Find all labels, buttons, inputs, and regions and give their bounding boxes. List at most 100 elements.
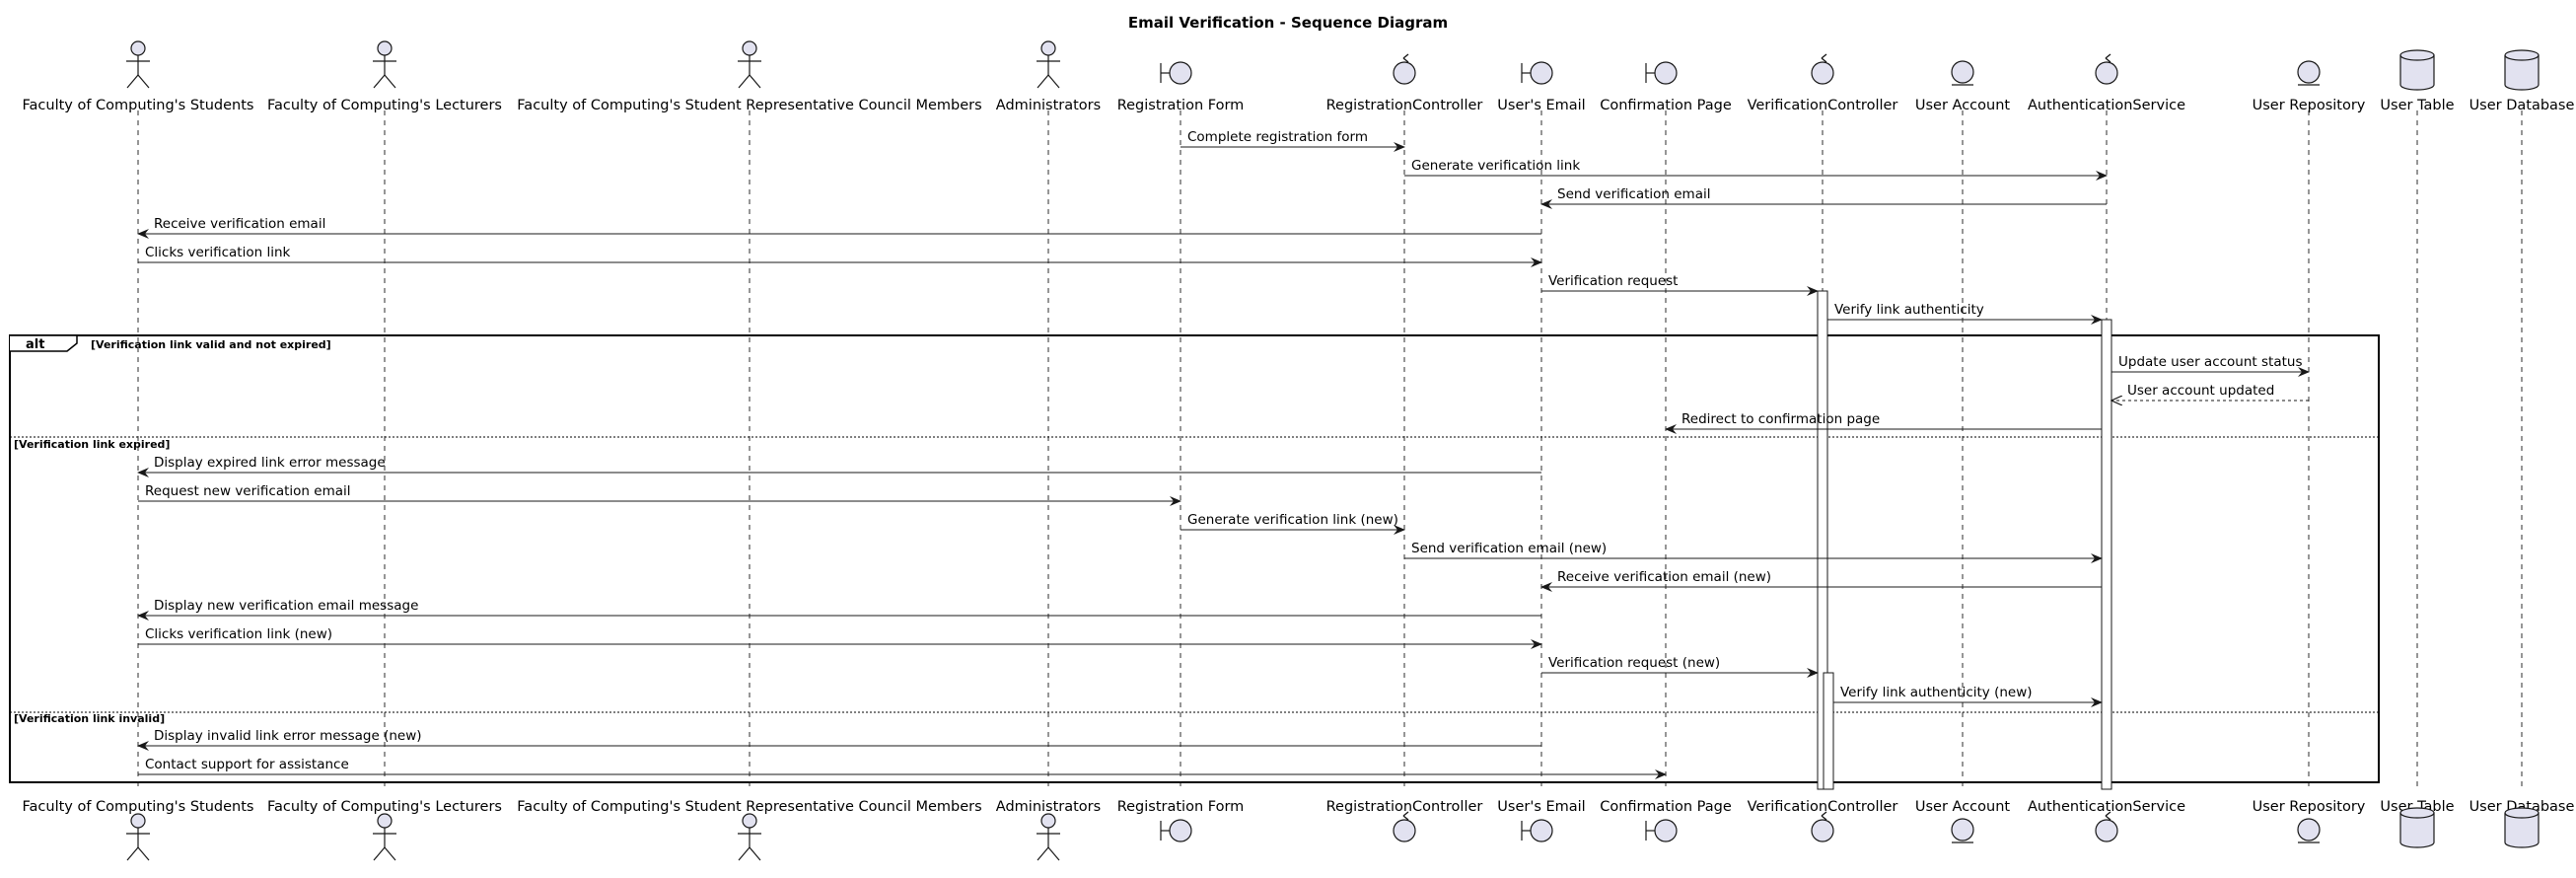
message-label: Receive verification email: [154, 216, 325, 232]
participant-name: User Table: [2380, 98, 2454, 113]
message: Request new verification email: [138, 483, 1181, 506]
participant-name: User Database: [2469, 98, 2575, 113]
participant-authsvc-top: AuthenticationService: [2028, 53, 2185, 113]
message: Verification request (new): [1541, 655, 1819, 678]
participant-email-bottom: User's Email: [1497, 799, 1586, 842]
participant-src-top: Faculty of Computing's Student Represent…: [517, 40, 982, 113]
message: Update user account status: [2111, 354, 2310, 377]
message-label: Generate verification link: [1411, 158, 1580, 174]
activation-bar-authsvc: [2101, 319, 2112, 790]
message: Contact support for assistance: [138, 757, 1667, 779]
message-label: Generate verification link (new): [1187, 512, 1398, 528]
participant-name: User's Email: [1497, 98, 1585, 113]
participant-name: Registration Form: [1117, 98, 1245, 113]
participant-email-top: User's Email: [1497, 61, 1586, 113]
participant-lecturers-bottom: Faculty of Computing's Lecturers: [267, 799, 502, 861]
participant-admins-bottom: Administrators: [996, 799, 1101, 861]
participant-name: Faculty of Computing's Students: [23, 98, 254, 113]
message: Clicks verification link (new): [138, 626, 1542, 649]
alt-fragment-frame: [9, 334, 2380, 783]
participant-verctrl-top: VerificationController: [1748, 53, 1897, 113]
participant-name: AuthenticationService: [2028, 799, 2185, 815]
participant-name: User Account: [1915, 799, 2011, 815]
alt-guard-label: [Verification link expired]: [14, 438, 170, 451]
alt-guard-label: [Verification link valid and not expired…: [91, 338, 331, 351]
participant-confpage-bottom: Confirmation Page: [1600, 799, 1732, 842]
participant-account-bottom: User Account: [1915, 799, 2011, 843]
participant-regform-bottom: Registration Form: [1117, 799, 1245, 842]
participant-admins-top: Administrators: [996, 40, 1101, 113]
participant-confpage-top: Confirmation Page: [1600, 61, 1732, 113]
message-label: Clicks verification link (new): [145, 626, 332, 642]
participant-name: User Table: [2380, 799, 2454, 815]
message: Verify link authenticity: [1827, 302, 2103, 325]
participant-name: Administrators: [996, 799, 1101, 815]
participant-name: RegistrationController: [1326, 799, 1483, 815]
participant-name: VerificationController: [1748, 799, 1898, 815]
message: Send verification email (new): [1404, 541, 2103, 563]
alt-fragment-tab: [10, 334, 78, 352]
message-label: Contact support for assistance: [145, 757, 349, 772]
participant-name: Faculty of Computing's Students: [23, 799, 254, 815]
participant-verctrl-bottom: VerificationController: [1748, 799, 1898, 842]
message: Receive verification email: [137, 216, 1541, 239]
participant-account-top: User Account: [1915, 60, 2011, 113]
participant-name: Confirmation Page: [1600, 98, 1732, 113]
participant-table-top: User Table: [2380, 49, 2455, 113]
participant-name: Faculty of Computing's Lecturers: [267, 799, 502, 815]
participant-repo-bottom: User Repository: [2253, 799, 2366, 843]
message-label: Send verification email: [1557, 186, 1710, 202]
participant-name: Faculty of Computing's Student Represent…: [517, 799, 981, 815]
message: Verification request: [1541, 273, 1819, 296]
participant-regform-top: Registration Form: [1117, 61, 1245, 113]
participant-name: User Repository: [2253, 799, 2366, 815]
message: Verify link authenticity (new): [1833, 685, 2103, 707]
message-label: Update user account status: [2118, 354, 2302, 370]
participant-authsvc-bottom: AuthenticationService: [2028, 799, 2185, 842]
message-label: Verify link authenticity: [1834, 302, 1984, 318]
message: Clicks verification link: [138, 245, 1542, 267]
activation-bar-verctrl: [1823, 672, 1834, 790]
message-label: Verification request (new): [1548, 655, 1720, 671]
participant-db-top: User Database: [2469, 49, 2575, 113]
activations-layer: [1817, 290, 2112, 790]
participant-name: Administrators: [996, 98, 1101, 113]
message: Complete registration form: [1181, 129, 1405, 152]
message-label: Display expired link error message: [154, 455, 386, 471]
message-label: Display new verification email message: [154, 598, 418, 614]
alt-operator-label: alt: [26, 337, 44, 352]
participant-students-bottom: Faculty of Computing's Students: [23, 799, 254, 861]
lifelines-layer: [137, 110, 2523, 789]
participant-name: User Account: [1915, 98, 2011, 113]
participant-regctrl-top: RegistrationController: [1326, 53, 1482, 113]
participant-name: Registration Form: [1117, 799, 1245, 815]
message-label: Request new verification email: [145, 483, 351, 499]
message-label: Send verification email (new): [1411, 541, 1607, 556]
message: Display invalid link error message (new): [137, 728, 1541, 751]
message-label: Display invalid link error message (new): [154, 728, 422, 744]
participant-regctrl-bottom: RegistrationController: [1326, 799, 1483, 842]
participant-students-top: Faculty of Computing's Students: [23, 40, 254, 113]
message-label: Verification request: [1548, 273, 1678, 289]
participant-name: AuthenticationService: [2028, 98, 2185, 113]
participant-db-bottom: User Database: [2469, 799, 2574, 848]
message: Display new verification email message: [137, 598, 1541, 621]
message-label: Complete registration form: [1187, 129, 1368, 145]
message: Generate verification link: [1404, 158, 2108, 181]
participant-src-bottom: Faculty of Computing's Student Represent…: [517, 799, 982, 861]
participant-lecturers-top: Faculty of Computing's Lecturers: [267, 40, 502, 113]
activation-bar-verctrl: [1817, 290, 1828, 790]
message: Redirect to confirmation page: [1665, 411, 2102, 434]
participant-name: User's Email: [1497, 799, 1585, 815]
participant-name: Faculty of Computing's Lecturers: [267, 98, 502, 113]
message-label: Receive verification email (new): [1557, 569, 1771, 585]
participant-name: Confirmation Page: [1600, 799, 1732, 815]
message-label: User account updated: [2127, 383, 2274, 399]
participant-name: Faculty of Computing's Student Represent…: [517, 98, 981, 113]
alt-guard-label: [Verification link invalid]: [14, 712, 165, 725]
message: Generate verification link (new): [1181, 512, 1405, 535]
